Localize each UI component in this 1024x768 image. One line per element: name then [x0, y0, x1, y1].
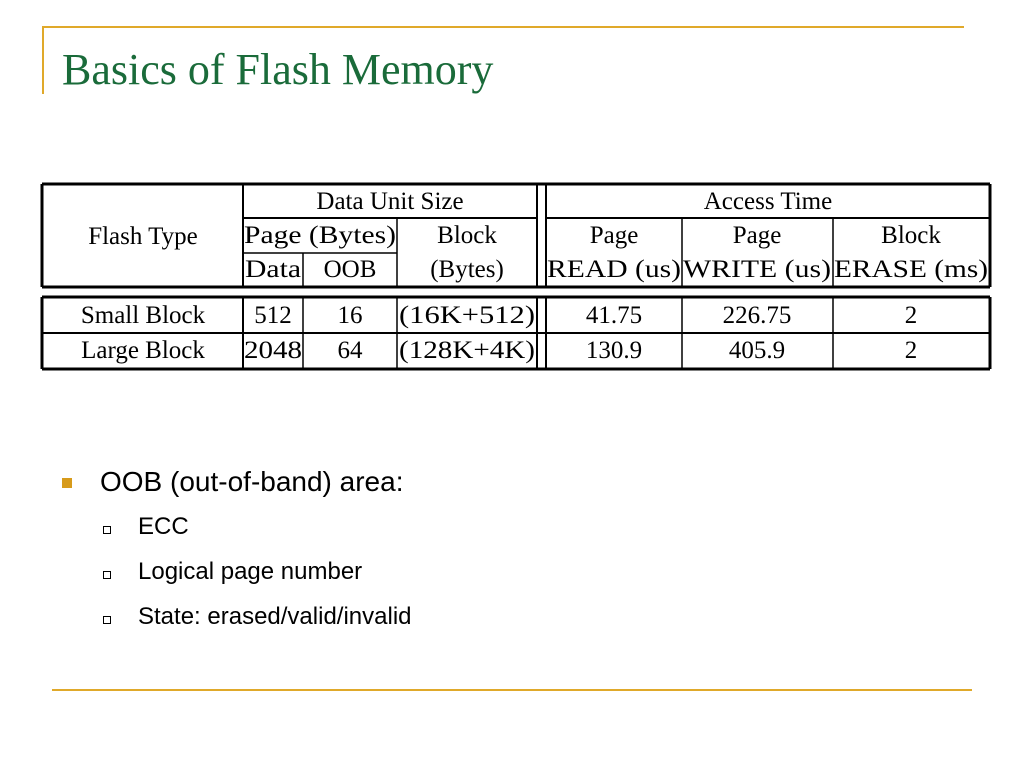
row-1-flash-type: Small Block: [81, 302, 206, 329]
sub-bullet-text: Logical page number: [138, 558, 363, 585]
header-page-write-line2: WRITE (us): [683, 256, 831, 283]
sub-bullet-item-ecc: ECC: [62, 506, 962, 551]
hollow-square-bullet-icon: [103, 571, 111, 579]
row-2-block-erase: 2: [905, 337, 918, 364]
row-1-data: 512: [254, 302, 292, 329]
header-flash-type: Flash Type: [88, 223, 198, 250]
row-2-flash-type: Large Block: [81, 337, 205, 364]
title-accent-rule-left: [42, 26, 44, 94]
row-2-page-read: 130.9: [586, 337, 642, 364]
header-data-unit-size: Data Unit Size: [316, 188, 463, 215]
table-grid: [40, 182, 992, 371]
header-block: Block: [437, 222, 497, 249]
hollow-square-bullet-icon: [103, 616, 111, 624]
bullet-list: OOB (out-of-band) area: ECC Logical page…: [62, 462, 962, 641]
slide-title: Basics of Flash Memory: [62, 45, 494, 94]
header-data: Data: [245, 256, 301, 283]
flash-spec-table-drawing: Flash Type Data Unit Size Access Time Pa…: [40, 182, 992, 371]
flash-spec-table: Flash Type Data Unit Size Access Time Pa…: [40, 182, 992, 372]
bullet-text: OOB (out-of-band) area:: [100, 466, 404, 497]
row-2-block-bytes: (128K+4K): [399, 337, 535, 364]
row-1-page-write: 226.75: [723, 302, 792, 329]
sub-bullet-item-state: State: erased/valid/invalid: [62, 596, 962, 641]
row-1-page-read: 41.75: [586, 302, 642, 329]
row-1-oob: 16: [338, 302, 363, 329]
sub-bullet-item-logical-page-number: Logical page number: [62, 551, 962, 596]
row-2-oob: 64: [338, 337, 364, 364]
sub-bullet-text: State: erased/valid/invalid: [138, 603, 412, 630]
header-oob: OOB: [324, 256, 377, 283]
row-2-data: 2048: [244, 337, 302, 364]
header-block-bytes: (Bytes): [430, 256, 504, 283]
row-1-block-erase: 2: [905, 302, 918, 329]
header-page-write-line1: Page: [733, 222, 782, 249]
header-access-time: Access Time: [704, 188, 832, 215]
row-1-block-bytes: (16K+512): [399, 302, 535, 329]
square-bullet-icon: [62, 478, 72, 488]
header-page-read-line1: Page: [590, 222, 639, 249]
header-page-read-line2: READ (us): [547, 256, 681, 283]
footer-accent-rule: [52, 689, 972, 691]
hollow-square-bullet-icon: [103, 526, 111, 534]
header-page-bytes: Page (Bytes): [244, 222, 396, 249]
title-accent-rule-top: [42, 26, 964, 28]
bullet-item-oob: OOB (out-of-band) area:: [62, 462, 962, 506]
header-block-erase-line1: Block: [881, 222, 941, 249]
header-block-erase-line2: ERASE (ms): [834, 256, 988, 283]
row-2-page-write: 405.9: [729, 337, 785, 364]
sub-bullet-text: ECC: [138, 513, 189, 540]
